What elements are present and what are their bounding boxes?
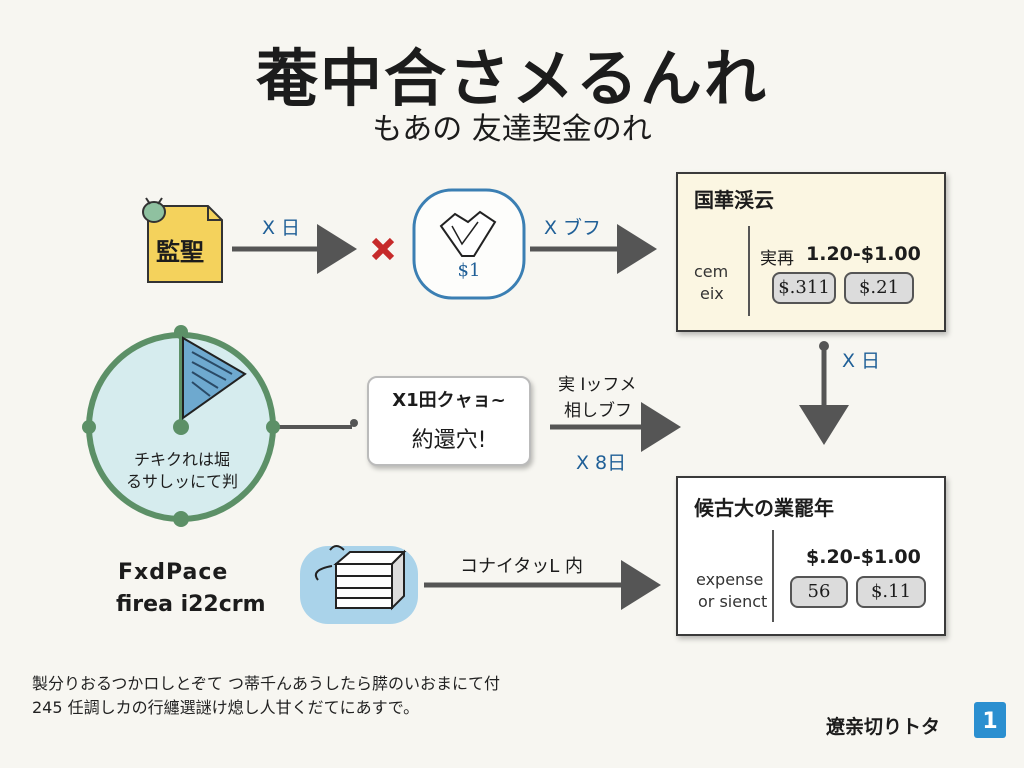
panel-bottom-title: 候古大の業罷年 <box>694 496 834 520</box>
cycle-wheel <box>82 325 280 527</box>
panel-top-price-range: 1.20-$1.00 <box>806 243 921 265</box>
panel-bottom-pill-2[interactable]: $.11 <box>856 576 926 608</box>
page-subtitle: もあの 友達契金のれ <box>372 112 652 147</box>
panel-bottom-side-1: expense <box>696 570 764 589</box>
panel-top-title: 国華渓云 <box>694 188 774 212</box>
brand-line-1: FxdPace <box>118 560 229 585</box>
panel-top-side-1: cem <box>694 262 729 281</box>
panel-bottom-divider <box>772 530 774 622</box>
coin-icon <box>412 188 526 300</box>
package-icon <box>300 545 418 624</box>
reject-x-icon <box>371 237 395 261</box>
center-box-line-1: X1田クャョ~ <box>392 390 506 411</box>
footer-note-1: 製分りおるつかロしとぞて つ蒂千んあうしたら膵のいおまにて付 <box>32 674 500 693</box>
page-title: 菴中合さメるんれ <box>255 42 768 115</box>
center-box-line-2: 約還穴! <box>411 428 487 453</box>
document-label: 監聖 <box>156 238 204 266</box>
label-arrow-mid-bottom: X 8日 <box>576 452 627 474</box>
label-arrow-mid-top-1: 実 Iッフメ <box>558 375 637 395</box>
label-arrow-mid-top-2: 相しブフ <box>564 401 632 421</box>
wheel-text-2: るサしッにて判 <box>125 472 238 491</box>
panel-bottom-price-range: $.20-$1.00 <box>806 546 921 568</box>
footer-note-2: 245 任調しカの行纏選謎け熄し人甘くだてにあすで。 <box>32 698 420 717</box>
panel-top-price-label: 実再 <box>760 249 794 269</box>
brand-line-2: firea i22crm <box>116 592 266 617</box>
gift-badge-icon: 1 <box>974 702 1006 738</box>
panel-top <box>676 172 946 332</box>
panel-top-divider <box>748 226 750 316</box>
panel-bottom <box>676 476 946 636</box>
panel-bottom-side-2: or sienct <box>698 592 768 611</box>
panel-top-pill-1[interactable]: $.311 <box>772 272 836 304</box>
label-arrow-top-left: X 日 <box>262 217 301 239</box>
footer-logo-text: 遼亲切りトタ <box>826 716 941 738</box>
label-arrow-top-right: X ブフ <box>544 217 602 239</box>
label-arrow-right-down: X 日 <box>842 350 881 372</box>
label-arrow-bottom: コナイタッL 内 <box>460 556 584 577</box>
center-box <box>367 376 531 466</box>
panel-top-side-2: eix <box>700 284 724 303</box>
panel-top-pill-2[interactable]: $.21 <box>844 272 914 304</box>
panel-bottom-pill-1[interactable]: 56 <box>790 576 848 608</box>
coin-value: $1 <box>457 260 481 281</box>
wheel-text-1: チキクれは堀 <box>133 450 230 469</box>
document-icon <box>142 197 223 283</box>
